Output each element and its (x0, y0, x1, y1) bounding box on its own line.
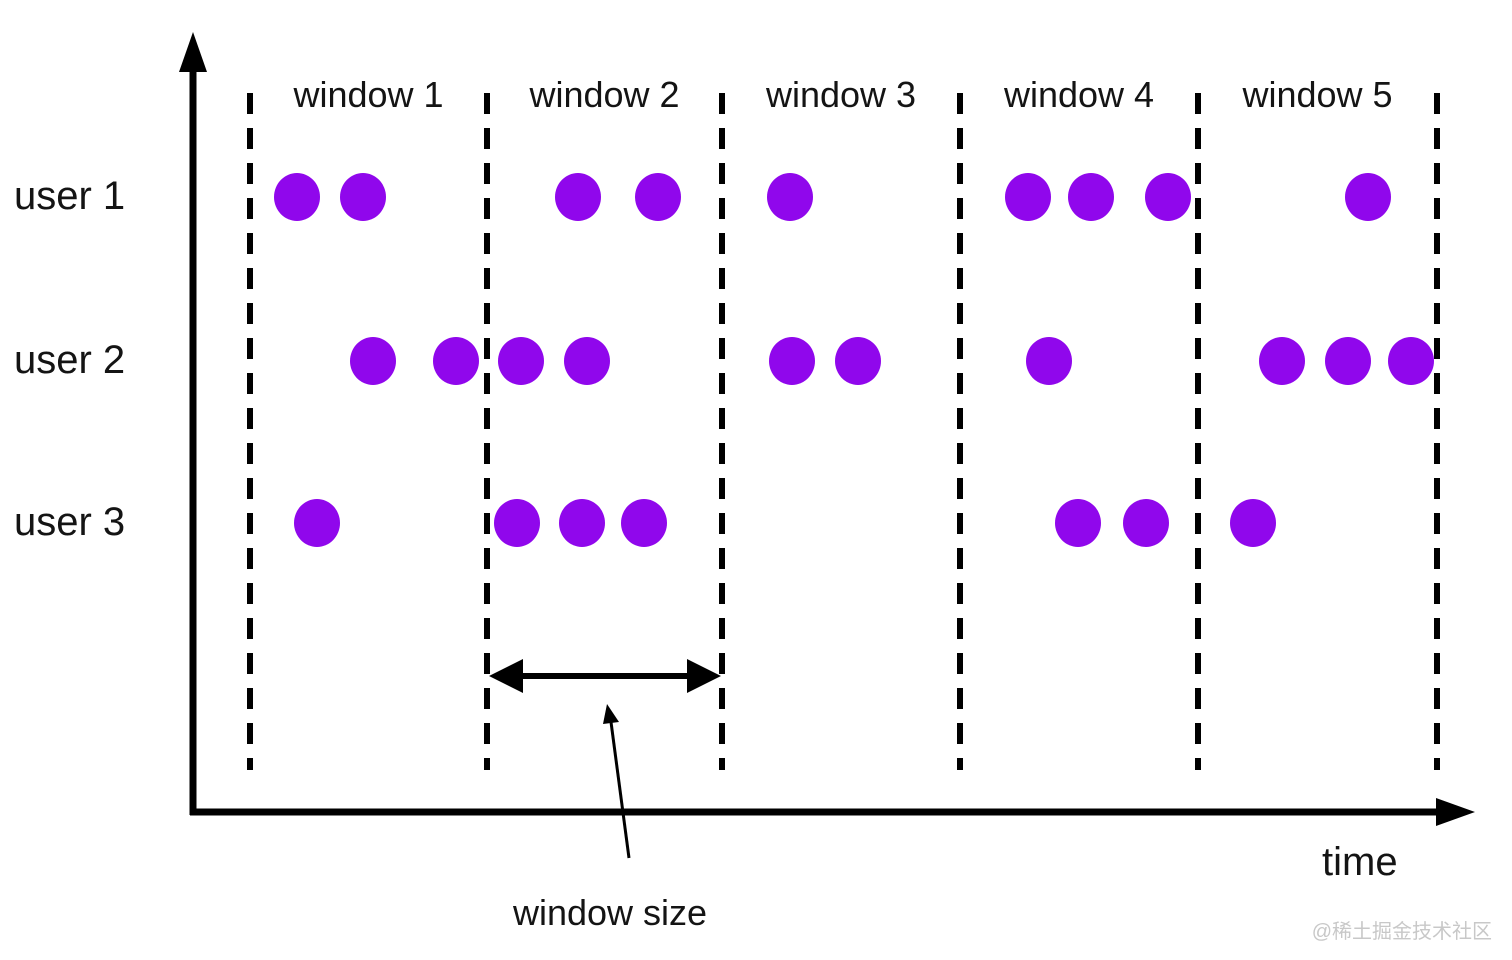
user-2-label: user 2 (14, 338, 126, 383)
event-dot (494, 499, 540, 547)
event-dot (635, 173, 681, 221)
window-1-label: window 1 (293, 74, 444, 115)
event-dot (559, 499, 605, 547)
event-dot (294, 499, 340, 547)
event-dot (433, 337, 479, 385)
event-dot (350, 337, 396, 385)
window-2-label: window 2 (529, 74, 680, 115)
time-axis-label: time (1322, 840, 1398, 884)
event-dot (555, 173, 601, 221)
event-dot (835, 337, 881, 385)
window-4-label: window 4 (1003, 74, 1155, 115)
event-dot (1325, 337, 1371, 385)
window-size-label: window size (512, 892, 708, 933)
event-dot (1345, 173, 1391, 221)
y-axis-arrowhead-icon (179, 32, 207, 72)
event-dot (1005, 173, 1051, 221)
event-dot (1026, 337, 1072, 385)
event-dot (621, 499, 667, 547)
event-dot (1259, 337, 1305, 385)
window-5-label: window 5 (1242, 74, 1393, 115)
event-dot (1123, 499, 1169, 547)
event-dot (1055, 499, 1101, 547)
window-boundaries (247, 93, 1440, 770)
window-size-arrow-icon (489, 659, 721, 693)
event-dot (1388, 337, 1434, 385)
user-1-label: user 1 (14, 174, 126, 219)
x-axis-arrowhead-icon (1436, 798, 1475, 826)
event-dot (340, 173, 386, 221)
user-3-label: user 3 (14, 500, 126, 545)
event-dot (564, 337, 610, 385)
event-dot (767, 173, 813, 221)
event-dot (769, 337, 815, 385)
window-size-pointer-arrow-icon (603, 704, 631, 859)
window-3-label: window 3 (765, 74, 917, 115)
event-dot (1068, 173, 1114, 221)
event-dot (1145, 173, 1191, 221)
event-dot (274, 173, 320, 221)
watermark-text: @稀土掘金技术社区 (1311, 921, 1492, 943)
event-dot (498, 337, 544, 385)
event-dot (1230, 499, 1276, 547)
